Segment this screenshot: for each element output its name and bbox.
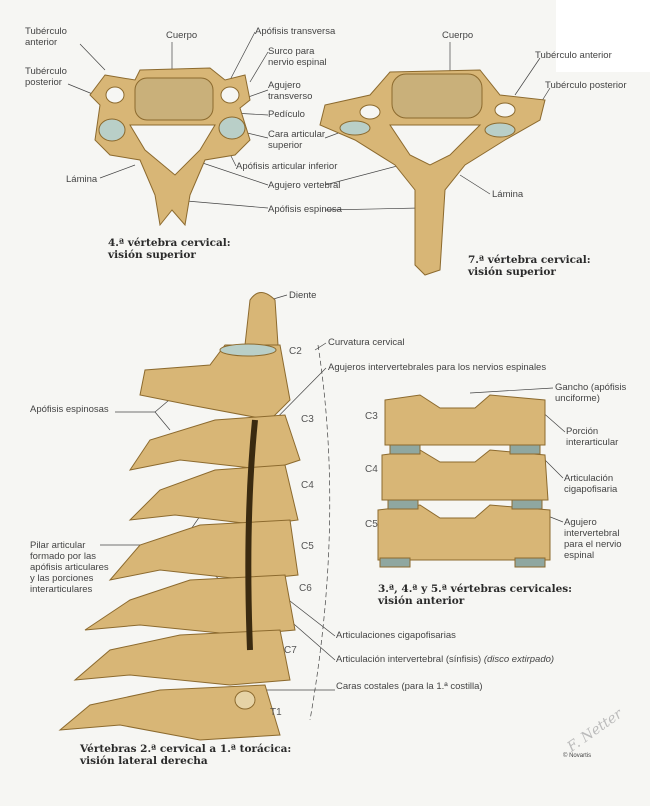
label-curvatura: Curvatura cervical [328, 337, 405, 348]
label-cuerpo-c7: Cuerpo [442, 30, 474, 41]
level-c7: C7 [284, 645, 297, 656]
label-porcion: Porción interarticular [566, 426, 619, 448]
label-apofisis-articular-inferior: Apófisis articular inferior [236, 161, 338, 172]
level-c5: C5 [301, 541, 314, 552]
signature: F. Netter [564, 705, 627, 756]
label-apofisis-transversa: Apófisis transversa [255, 26, 336, 37]
label-lamina-c7: Lámina [492, 189, 524, 200]
level-ant-c4: C4 [365, 464, 378, 475]
label-gancho: Gancho (apófisis unciforme) [555, 382, 627, 404]
label-tuberculo-posterior-c7: Tubérculo posterior [545, 80, 627, 91]
label-articulacion-intervertebral-text: Articulación intervertebral (sínfisis) [336, 654, 482, 665]
level-c4: C4 [301, 480, 314, 491]
label-articulacion-intervertebral: Articulación intervertebral (sínfisis) (… [336, 654, 554, 665]
caption-c4: 4.ª vértebra cervical: visión superior [108, 237, 231, 261]
caption-anterior: 3.ª, 4.ª y 5.ª vértebras cervicales: vis… [378, 583, 573, 607]
level-t1: T1 [270, 707, 282, 718]
label-agujero-vertebral: Agujero vertebral [268, 180, 341, 191]
white-patch [556, 0, 650, 72]
label-agujeros: Agujeros intervertebrales para los nervi… [328, 362, 547, 373]
c4-vertebra [89, 67, 251, 227]
anterior-cervical-stack [377, 394, 551, 568]
level-c3: C3 [301, 414, 314, 425]
label-articulaciones: Articulaciones cigapofisarias [336, 630, 456, 641]
label-cara-articular: Cara articular superior [268, 129, 326, 151]
label-apofisis-espinosa: Apófisis espinosa [268, 204, 342, 215]
level-ant-c3: C3 [365, 411, 378, 422]
label-tuberculo-anterior-c7: Tubérculo anterior [535, 50, 612, 61]
label-lamina: Lámina [66, 174, 98, 185]
label-articulacion-cigapofisaria: Articulación cigapofisaria [564, 473, 618, 495]
caption-lateral: Vértebras 2.ª cervical a 1.ª torácica: v… [80, 743, 292, 767]
label-surco: Surco para nervio espinal [268, 46, 327, 68]
label-diente: Diente [289, 290, 317, 301]
label-pilar: Pilar articular formado por las apófisis… [30, 540, 109, 595]
label-disco: (disco extirpado) [483, 654, 555, 665]
label-tuberculo-posterior: Tubérculo posterior [25, 66, 67, 88]
lateral-cervical-column [58, 292, 301, 741]
label-pediculo: Pedículo [268, 109, 305, 120]
label-caras-costales: Caras costales (para la 1.ª costilla) [336, 681, 483, 692]
label-apofisis-espinosas: Apófisis espinosas [30, 404, 109, 415]
label-cuerpo: Cuerpo [166, 30, 198, 41]
c7-vertebra [319, 69, 546, 276]
label-agujero-intervertebral: Agujero intervertebral para el nervio es… [564, 517, 622, 561]
caption-c7: 7.ª vértebra cervical: visión superior [468, 254, 591, 278]
level-c6: C6 [299, 583, 312, 594]
level-c2: C2 [289, 346, 302, 357]
copyright: © Novartis [563, 753, 592, 759]
label-agujero-transverso: Agujero transverso [268, 80, 313, 102]
level-ant-c5: C5 [365, 519, 378, 530]
label-tuberculo-anterior: Tubérculo anterior [25, 26, 67, 48]
